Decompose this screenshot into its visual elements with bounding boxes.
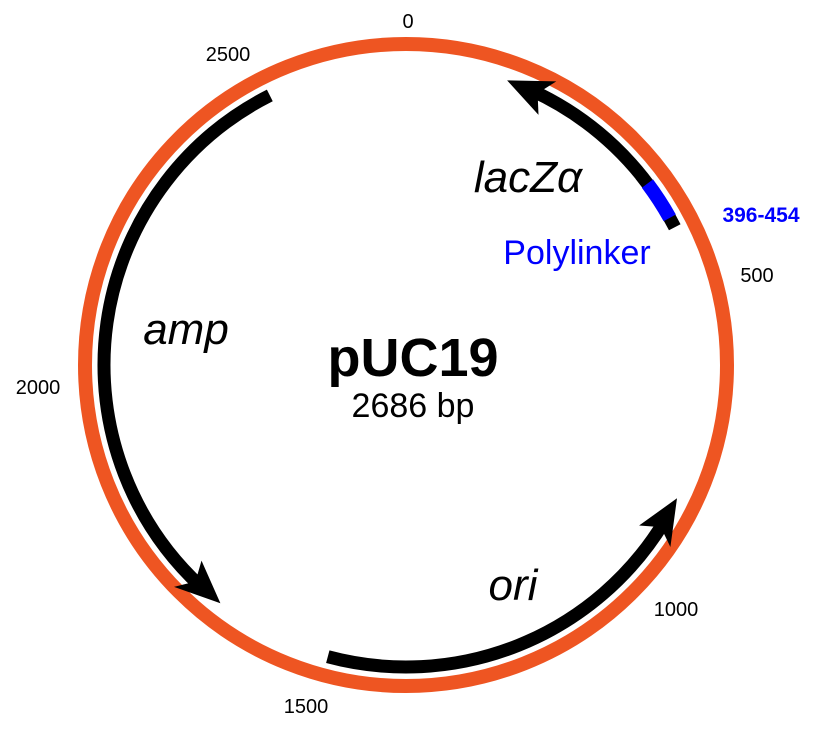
ori-arrow [326,518,670,674]
tick-label-0: 0 [402,11,413,33]
tick-label-2000: 2000 [16,377,61,399]
lacz-alpha-label: lacZα [474,153,584,202]
tick-label-2500: 2500 [206,44,251,66]
plasmid-backbone [78,37,734,693]
amp-arrow [97,89,273,591]
plasmid-name: pUC19 [327,328,498,388]
amp-label: amp [143,305,229,354]
tick-label-500: 500 [740,265,773,287]
plasmid-size: 2686 bp [352,387,475,425]
polylinker-segment [641,179,676,222]
ori-label: ori [489,561,539,610]
tick-label-1000: 1000 [654,599,699,621]
ori-arrowhead [639,498,677,547]
amp-arrowhead [174,560,221,604]
tick-label-1500: 1500 [284,696,329,718]
polylinker-range-label: 396-454 [722,204,799,227]
polylinker-label: Polylinker [503,234,650,272]
lacz-alpha-arrowhead [507,80,557,115]
